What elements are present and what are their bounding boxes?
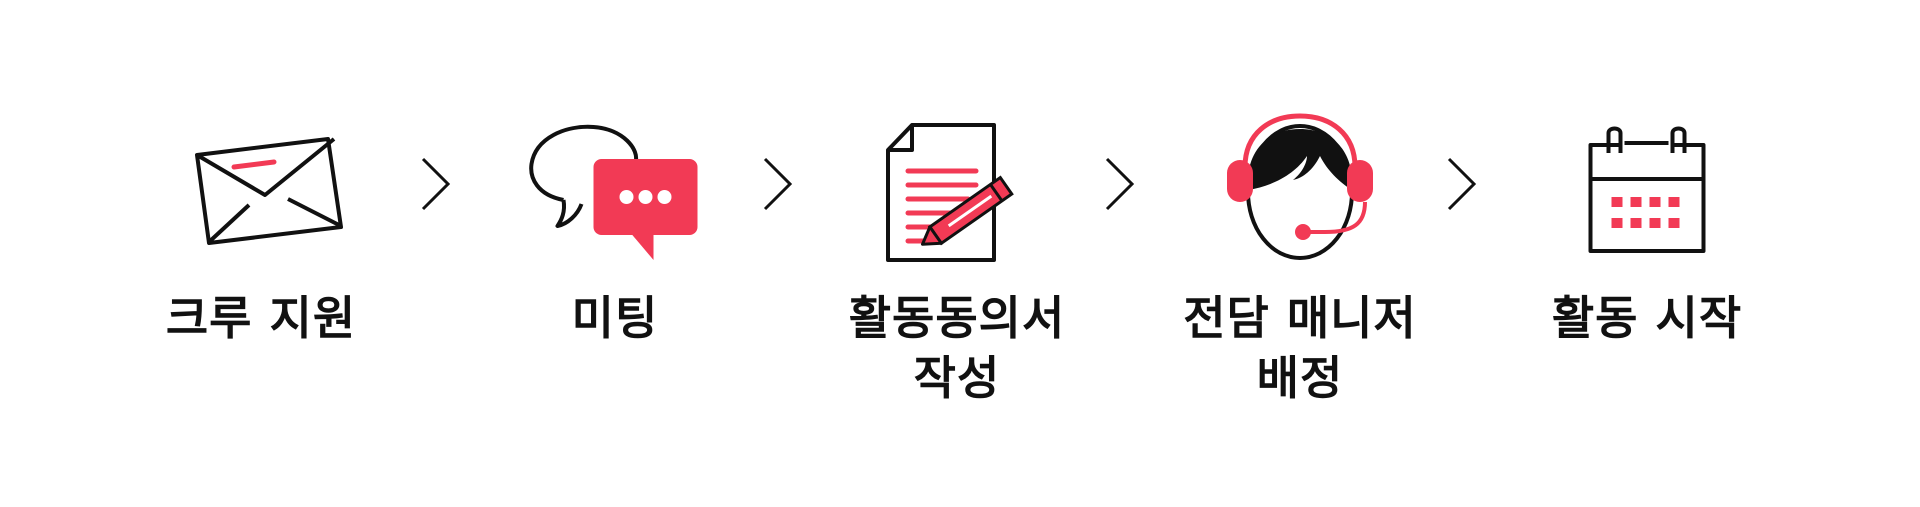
envelope-icon [176,135,346,250]
step-label: 크루 지원 [165,291,357,345]
chevron-right-icon [419,155,459,213]
step-label: 활동동의서 작성 [848,291,1066,405]
step-label: 미팅 [571,291,659,345]
step-label: 활동 시작 [1551,291,1743,345]
document-pen-icon [882,123,1032,263]
calendar-icon [1585,125,1710,255]
chat-bubbles-icon [528,122,703,262]
chevron-right-icon [1445,155,1485,213]
headset-agent-icon [1215,112,1385,260]
step-label: 전담 매니저 배정 [1183,291,1417,405]
chevron-right-icon [761,155,801,213]
chevron-right-icon [1103,155,1143,213]
